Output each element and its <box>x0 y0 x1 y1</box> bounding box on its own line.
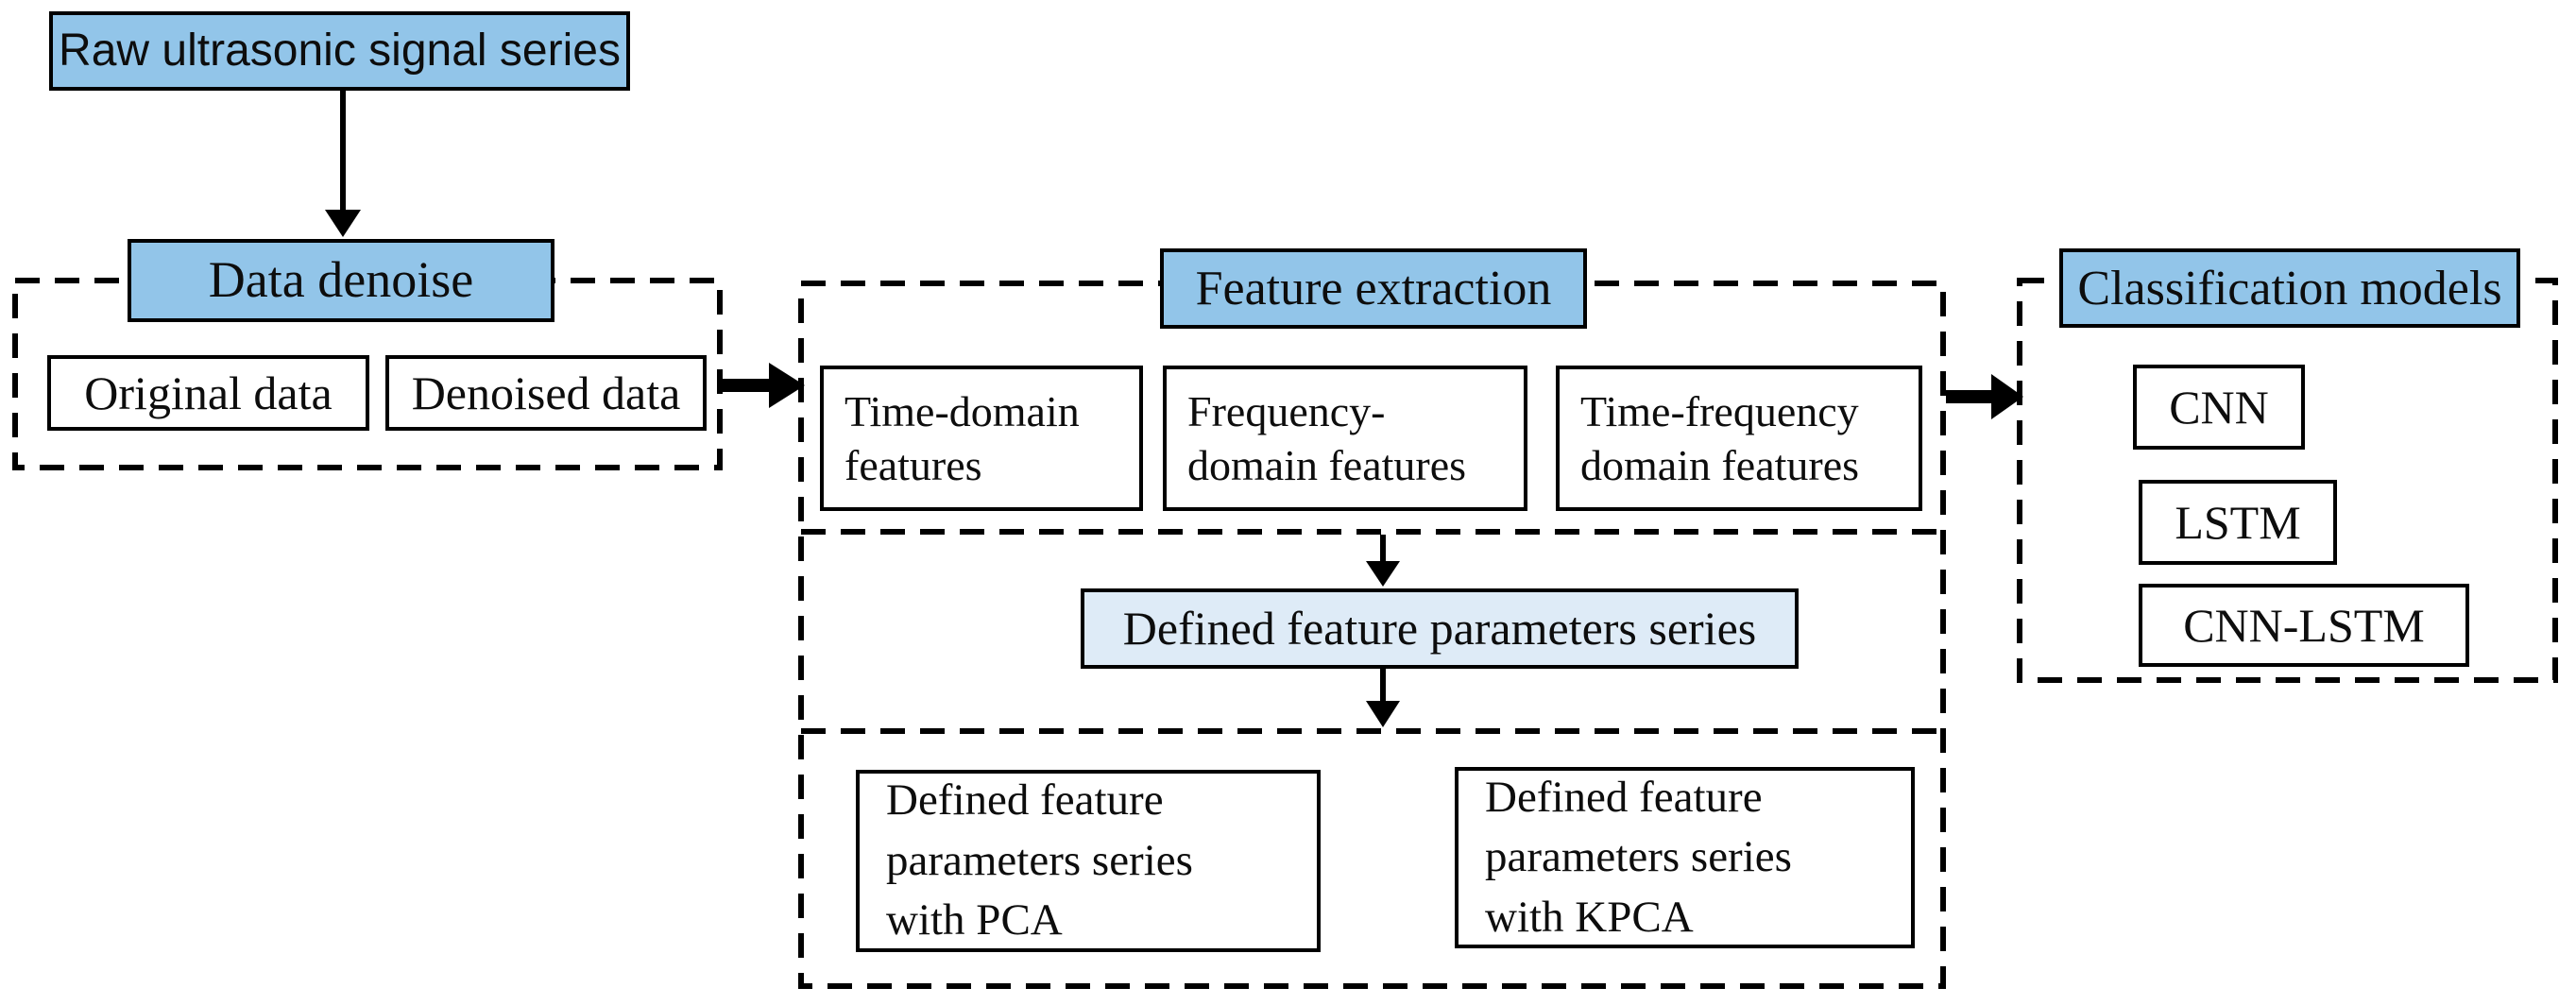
arrow-defined-to-reduction-head <box>1366 701 1400 727</box>
node-raw-ultrasonic-signal: Raw ultrasonic signal series <box>49 11 630 91</box>
node-cnn-lstm: CNN-LSTM <box>2139 584 2469 667</box>
node-feature-extraction-title: Feature extraction <box>1160 248 1587 329</box>
node-defined-feature-parameters-series: Defined feature parameters series <box>1081 588 1799 669</box>
data-denoise-group-border <box>12 278 723 470</box>
node-classification-models-title: Classification models <box>2059 248 2520 328</box>
arrow-denoise-to-feature-head <box>769 363 805 408</box>
arrow-raw-to-denoise-head <box>325 210 361 237</box>
node-defined-series-with-kpca: Defined feature parameters series with K… <box>1455 767 1915 948</box>
node-denoised-data: Denoised data <box>385 355 707 431</box>
node-cnn: CNN <box>2133 365 2305 450</box>
arrow-feature-to-classification-shaft <box>1946 390 1991 403</box>
node-time-domain-features: Time-domain features <box>820 366 1143 511</box>
arrow-denoise-to-feature-shaft <box>722 379 769 392</box>
node-defined-series-with-pca: Defined feature parameters series with P… <box>856 770 1321 952</box>
arrow-features-to-defined-head <box>1366 561 1400 587</box>
node-frequency-domain-features: Frequency- domain features <box>1163 366 1527 511</box>
node-time-frequency-domain-features: Time-frequency domain features <box>1556 366 1922 511</box>
classification-group-border <box>2017 278 2558 683</box>
node-data-denoise-title: Data denoise <box>128 239 554 322</box>
arrow-feature-to-classification-head <box>1991 374 2023 419</box>
node-lstm: LSTM <box>2139 480 2337 565</box>
node-original-data: Original data <box>47 355 369 431</box>
